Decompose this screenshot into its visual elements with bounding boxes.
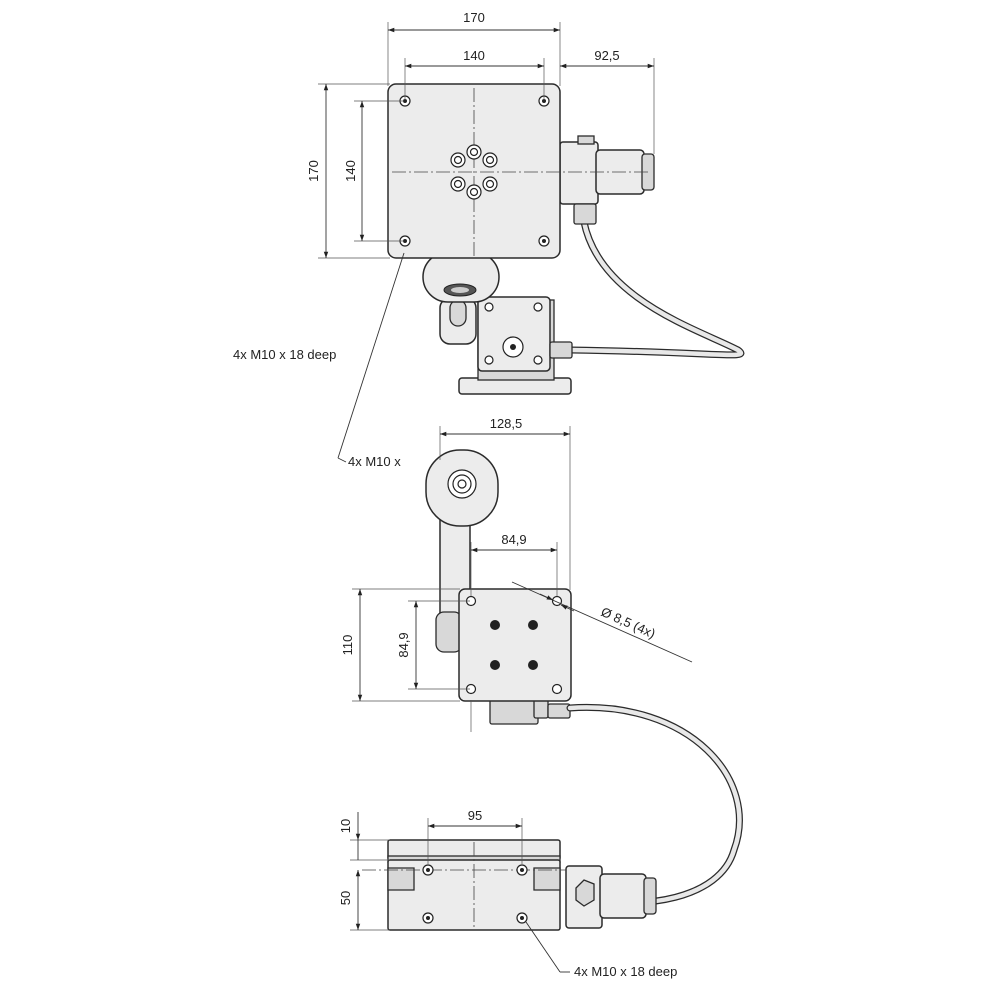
top-cable-inner (567, 219, 744, 358)
top-motor-housing (559, 141, 599, 205)
bot-callout-leader (525, 921, 561, 973)
top-lower-block (477, 296, 551, 372)
mid-cable-fitting (547, 703, 571, 719)
bot-motor-hex (575, 879, 595, 907)
top-view: 170 140 92,5 170 140 4x M10 x 18 deep 4x… (233, 10, 745, 469)
top-corner-dot (403, 239, 407, 243)
dim-top-motor-offset: 92,5 (594, 48, 619, 63)
top-motor-cap (577, 135, 595, 145)
top-bolt-pattern (450, 144, 498, 200)
dim-top-width-outer: 170 (463, 10, 485, 25)
bot-motor-body (599, 873, 647, 919)
bot-right-notch (533, 867, 561, 891)
bot-hole-dot (520, 868, 524, 872)
top-knob-arm-inner (449, 299, 467, 327)
dim-top-width-inner: 140 (463, 48, 485, 63)
top-callout-leader (337, 252, 405, 459)
dim-top-height-outer: 170 (306, 160, 321, 182)
dim-bot-hole-spacing: 95 (468, 808, 482, 823)
dim-mid-height-inner: 84,9 (396, 632, 411, 657)
top-corner-dot (542, 99, 546, 103)
mid-corner-hole (551, 683, 563, 695)
bot-left-notch (387, 867, 415, 891)
dim-mid-height-outer: 110 (340, 635, 355, 656)
mid-inner-hole (528, 660, 538, 670)
mid-bottom-connector (489, 699, 539, 725)
dim-top-height-inner: 140 (343, 160, 358, 182)
mid-handle-clamp (435, 611, 463, 653)
dim-mid-hole-diameter: Ø 8,5 (4x) (599, 604, 658, 641)
top-lower-hole (484, 355, 494, 365)
mid-inner-hole (528, 620, 538, 630)
bot-hole-dot (520, 916, 524, 920)
callout-bottom-thread: 4x M10 x 18 deep (574, 964, 677, 979)
bot-motor-end (643, 877, 657, 915)
dim-bot-height: 50 (338, 891, 353, 905)
top-knob-slot-inner (451, 287, 469, 293)
dim-mid-width-inner: 84,9 (501, 532, 526, 547)
mid-knob-center (457, 479, 467, 489)
callout-top-thread: 4x M10 x 18 deep (233, 347, 336, 362)
top-corner-dot (403, 99, 407, 103)
callout-top-thread-truncated: 4x M10 x (348, 454, 401, 469)
bottom-view: 95 10 50 4x M10 x 18 deep (338, 808, 677, 979)
middle-view: 128,5 84,9 110 84,9 Ø 8,5 (4x) (340, 416, 743, 907)
top-lower-connector (549, 341, 573, 359)
dim-bot-top-thickness: 10 (338, 819, 353, 833)
bot-hole-dot (426, 916, 430, 920)
top-cable (566, 218, 745, 359)
top-lower-hole (484, 302, 494, 312)
dim-mid-width-total: 128,5 (490, 416, 523, 431)
bot-hole-dot (426, 868, 430, 872)
mid-inner-hole (490, 620, 500, 630)
mid-inner-hole (490, 660, 500, 670)
top-motor-connector (573, 203, 597, 225)
top-corner-dot (542, 239, 546, 243)
top-lower-center-dot (510, 344, 516, 350)
top-lower-hole (533, 355, 543, 365)
top-lower-hole (533, 302, 543, 312)
mid-block (458, 588, 572, 702)
